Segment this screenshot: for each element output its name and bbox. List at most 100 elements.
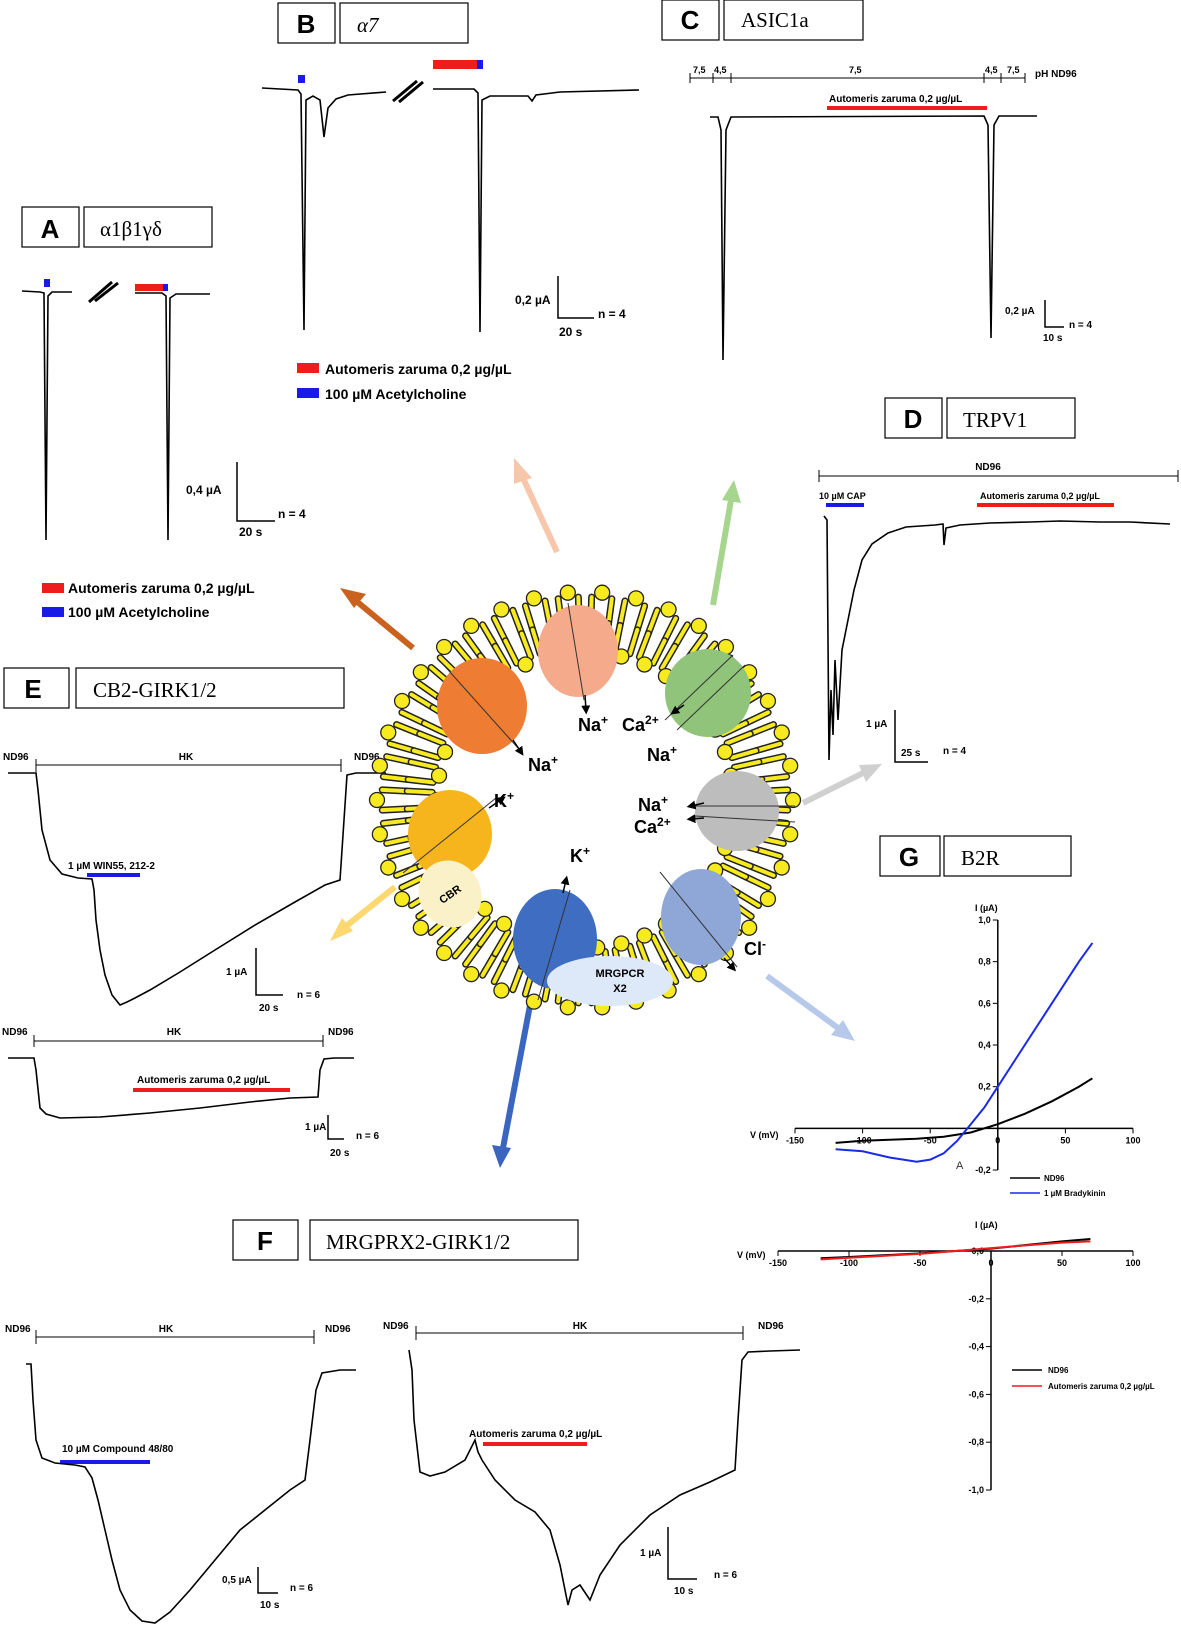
arrow-to-d (801, 770, 865, 806)
panel-c-ph-4: 4,5 (985, 65, 998, 75)
panel-f-left-left: ND96 (5, 1324, 31, 1335)
panel-e-bottom-scale-bar (327, 1115, 344, 1140)
panel-f-right-left: ND96 (383, 1321, 409, 1332)
lipid-head (393, 890, 411, 908)
panel-d-scale-bar (894, 710, 928, 763)
lipid-tail (721, 864, 748, 879)
lipid-tail (480, 951, 498, 978)
panel-e-top-mid: HK (179, 752, 194, 763)
lipid-head (525, 590, 543, 607)
panel-f: F MRGPRX2-GIRK1/2 ND96 HK ND96 10 µM Com… (5, 1219, 801, 1624)
panel-e-top-scale-x: 20 s (259, 1003, 279, 1014)
arrow-to-a (353, 597, 415, 651)
channel-asic1a (665, 649, 751, 737)
iv-x-tick-label: 50 (1060, 1135, 1070, 1145)
panel-g-title-box (943, 835, 1072, 877)
lipid-head (463, 617, 480, 635)
lipid-tail (394, 864, 422, 878)
panel-b-trace-2 (433, 88, 640, 333)
iv1-ylabel: I (µA) (975, 903, 998, 913)
panel-f-right-scale-y: 1 µA (640, 1548, 661, 1559)
iv-y-tick-label: 0,2 (978, 1082, 991, 1092)
lipid-head (782, 757, 799, 774)
panel-c-ph-5: 7,5 (1007, 65, 1020, 75)
panel-f-right-right: ND96 (758, 1321, 784, 1332)
iv-plot-bradykinin: I (µA) V (mV) A ND96 1 µM Bradykinin -15… (750, 903, 1141, 1198)
panel-b-ach-bar (298, 75, 305, 83)
channel-trpv-line-2 (694, 815, 796, 823)
lipid-tail (627, 627, 640, 656)
panel-f-c4880-bar (60, 1460, 150, 1464)
panel-c-letter-box (661, 0, 720, 41)
iv-y-tick-label: -0,2 (975, 1165, 991, 1175)
panel-d-title-box (946, 397, 1076, 439)
lipid-head (740, 919, 758, 936)
panel-f-left-application: 10 µM Compound 48/80 (62, 1444, 174, 1455)
iv-x-tick-label: 0 (995, 1135, 1000, 1145)
lipid-tail (438, 922, 461, 945)
lipid-head (371, 826, 388, 843)
panel-a-ach-bar-2 (163, 284, 168, 291)
arrow-to-f (500, 999, 534, 1149)
lipid-tail (730, 748, 759, 760)
panel-c-trace (710, 115, 1037, 361)
ion-na-1: Na+ (528, 753, 558, 775)
lipid-head (690, 617, 707, 635)
lipid-tail (759, 774, 789, 782)
lipid-tail (660, 644, 677, 670)
ion-ca-2: Ca2+ (634, 815, 671, 837)
panel-e-bottom-n: n = 6 (356, 1131, 380, 1142)
panel-f-left-trace (26, 1363, 356, 1624)
ion-cl: Cl- (744, 937, 766, 959)
lipid-head (773, 859, 790, 876)
panel-a-scale-bar (236, 462, 275, 522)
iv-x-tick-label: -50 (913, 1258, 926, 1268)
lipid-tail (651, 934, 667, 962)
lipid-head (759, 692, 777, 710)
panel-a-n: n = 4 (278, 507, 306, 521)
panel-e-top-n: n = 6 (297, 990, 321, 1001)
panel-a-scale-x: 20 s (239, 525, 263, 539)
panel-g-title: B2R (961, 846, 1000, 870)
panel-f-left-mid: HK (159, 1324, 174, 1335)
lipid-head (690, 965, 707, 983)
panel-f-left-scale-x: 10 s (260, 1600, 280, 1611)
ion-arrow-nachr (512, 739, 524, 756)
iv-y-tick-label: -1,0 (968, 1485, 984, 1495)
iv-y-tick-label: 1,0 (978, 915, 991, 925)
panel-d-cap-bar (826, 503, 864, 507)
arrow-to-f-head (492, 1145, 511, 1168)
arrow-to-c (710, 499, 734, 606)
lipid-tail (748, 864, 776, 878)
iv-x-tick-label: 50 (1057, 1258, 1067, 1268)
lipid-tail (387, 741, 416, 753)
lipid-tail (493, 644, 510, 670)
channel-b2r-line (659, 871, 738, 968)
ion-arrow-cb2 (488, 796, 506, 809)
lipid-tail (618, 598, 627, 628)
lipid-tail (754, 847, 783, 859)
panel-b-legend-ach-swatch (297, 388, 319, 398)
iv-series-0 (820, 1238, 1091, 1260)
panel-e-top-right: ND96 (354, 752, 380, 763)
panel-f-title: MRGPRX2-GIRK1/2 (326, 1230, 510, 1254)
lipid-tail (743, 874, 771, 890)
receptor-mrgpcrx2 (547, 956, 673, 1006)
panel-e-title: CB2-GIRK1/2 (93, 678, 217, 702)
lipid-head (636, 656, 653, 673)
lipid-tail (463, 633, 483, 659)
panel-b-scale-bar (557, 276, 594, 319)
lipid-tail (416, 681, 442, 700)
panel-d-scale-y: 1 µA (866, 719, 887, 730)
lipid-head (368, 791, 386, 809)
lipid-tail (381, 818, 411, 826)
arrow-to-e (343, 884, 397, 930)
lipid-tail (384, 836, 414, 846)
panel-e-bottom-right: ND96 (328, 1027, 354, 1038)
iv1-legend-nd96: ND96 (1044, 1174, 1065, 1183)
panel-e-bottom-application: Automeris zaruma 0,2 µg/µL (137, 1075, 270, 1086)
channel-nachr-a7 (538, 605, 618, 697)
panel-c-ph-label: pH ND96 (1035, 69, 1077, 80)
lipid-tail (469, 915, 490, 939)
panel-d-letter-box (884, 397, 943, 439)
